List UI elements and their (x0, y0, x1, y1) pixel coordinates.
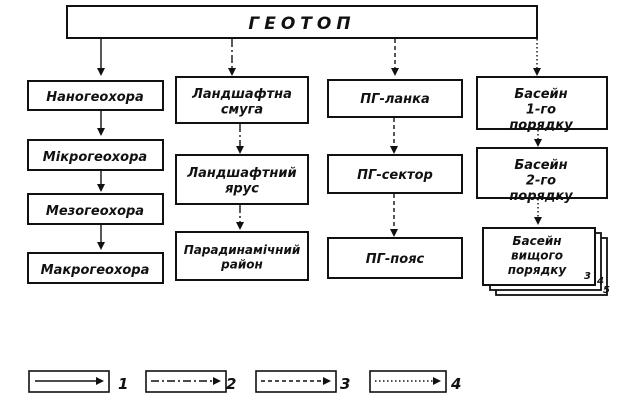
root-arrow-1 (97, 68, 105, 76)
legend-number-1: 1 (118, 375, 128, 393)
root-connectors (97, 39, 541, 76)
legend-item-2: 2 (146, 371, 236, 393)
node-pg-belt: ПГ-пояс (328, 238, 462, 278)
column-1: Наногеохора Мікрогеохора Мезогеохора Мак… (28, 81, 163, 283)
root-arrow-3 (391, 68, 399, 76)
arrowhead (390, 146, 398, 154)
node-label: ПГ-сектор (357, 168, 433, 183)
arrowhead (236, 146, 244, 154)
legend-number-4: 4 (450, 375, 461, 393)
stack-marker-3: 3 (584, 271, 591, 282)
root-arrow-4 (533, 68, 541, 76)
node-label: ПГ-пояс (366, 252, 425, 267)
node-pg-sector: ПГ-сектор (328, 155, 462, 193)
arrowhead (97, 128, 105, 136)
node-mikrogeohora: Мікрогеохора (28, 140, 163, 170)
root-arrow-2 (228, 68, 236, 76)
legend-item-3: 3 (256, 371, 350, 393)
node-label: Мезогеохора (46, 204, 144, 219)
node-label: Мікрогеохора (43, 150, 147, 165)
node-pg-link: ПГ-ланка (328, 80, 462, 117)
arrowhead (236, 222, 244, 230)
node-makrogeohora: Макрогеохора (28, 253, 163, 283)
arrowhead (97, 184, 105, 192)
column-3: ПГ-ланка ПГ-сектор ПГ-пояс (328, 80, 462, 278)
arrowhead (534, 217, 542, 225)
legend-number-2: 2 (226, 375, 236, 393)
root-label: ГЕОТОП (248, 14, 355, 34)
node-nanogeohora: Наногеохора (28, 81, 163, 110)
legend: 1 2 3 4 (29, 371, 461, 393)
node-label: ПГ-ланка (360, 92, 429, 107)
node-label: Макрогеохора (41, 263, 150, 278)
node-label: Наногеохора (46, 90, 144, 105)
legend-number-3: 3 (340, 375, 350, 393)
arrowhead (97, 242, 105, 250)
arrowhead (390, 229, 398, 237)
stack-marker-5: 5 (603, 285, 610, 296)
legend-item-1: 1 (29, 371, 128, 393)
arrowhead (534, 139, 542, 147)
root-node: ГЕОТОП (67, 6, 537, 38)
legend-item-4: 4 (370, 371, 461, 393)
node-mezogeohora: Мезогеохора (28, 194, 163, 224)
